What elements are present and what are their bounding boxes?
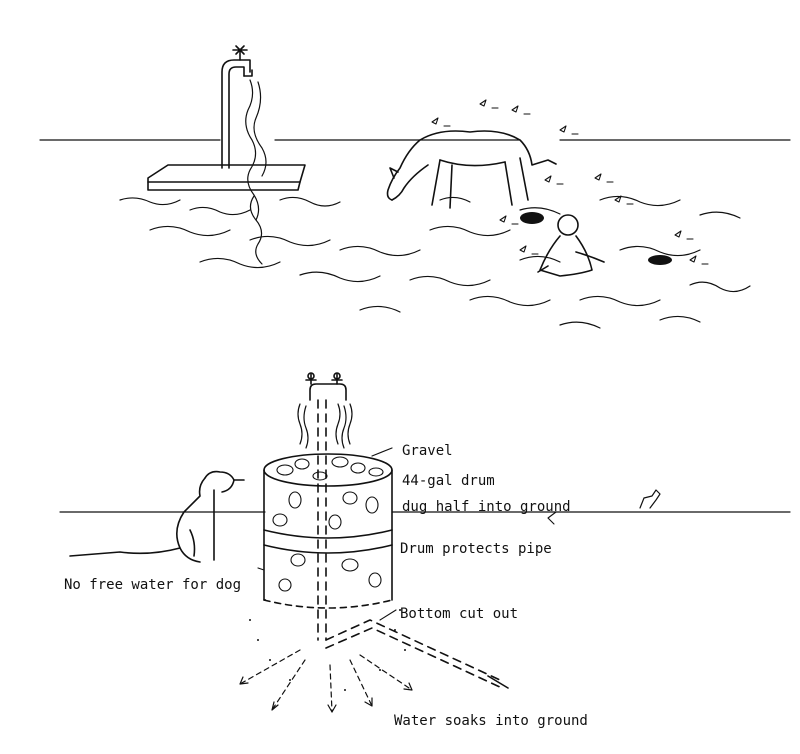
pipe <box>317 399 509 689</box>
leader-lines <box>257 447 557 621</box>
gravel-stones <box>272 456 384 592</box>
label-bottom: Bottom cut out <box>400 606 519 622</box>
dark-puddle-2 <box>648 255 672 265</box>
label-soaks: Water soaks into ground <box>394 713 588 729</box>
oil-drum <box>263 453 393 609</box>
soak-arrows <box>239 649 413 713</box>
label-drum: 44-gal drum <box>402 473 495 489</box>
double-tap <box>305 372 347 401</box>
drinking-dog <box>386 130 557 209</box>
sitting-child <box>537 214 605 277</box>
standpipe-top <box>221 45 253 169</box>
top-scene-bad-tap <box>39 45 791 329</box>
label-gravel: Gravel <box>402 443 453 459</box>
seated-dog <box>69 470 245 563</box>
concrete-slab <box>147 164 306 191</box>
tap-water-squiggles <box>297 403 353 449</box>
puddle-squiggles <box>119 195 751 329</box>
label-protects: Drum protects pipe <box>400 541 552 557</box>
soil-dots <box>249 599 406 691</box>
small-distant-dog <box>639 489 661 509</box>
dark-puddle-1 <box>520 212 544 224</box>
bottom-scene-good-tap <box>59 372 791 713</box>
label-dug: dug half into ground <box>402 499 571 515</box>
tap-drip <box>245 79 267 265</box>
label-no-water: No free water for dog <box>64 577 242 593</box>
flies <box>431 99 709 265</box>
